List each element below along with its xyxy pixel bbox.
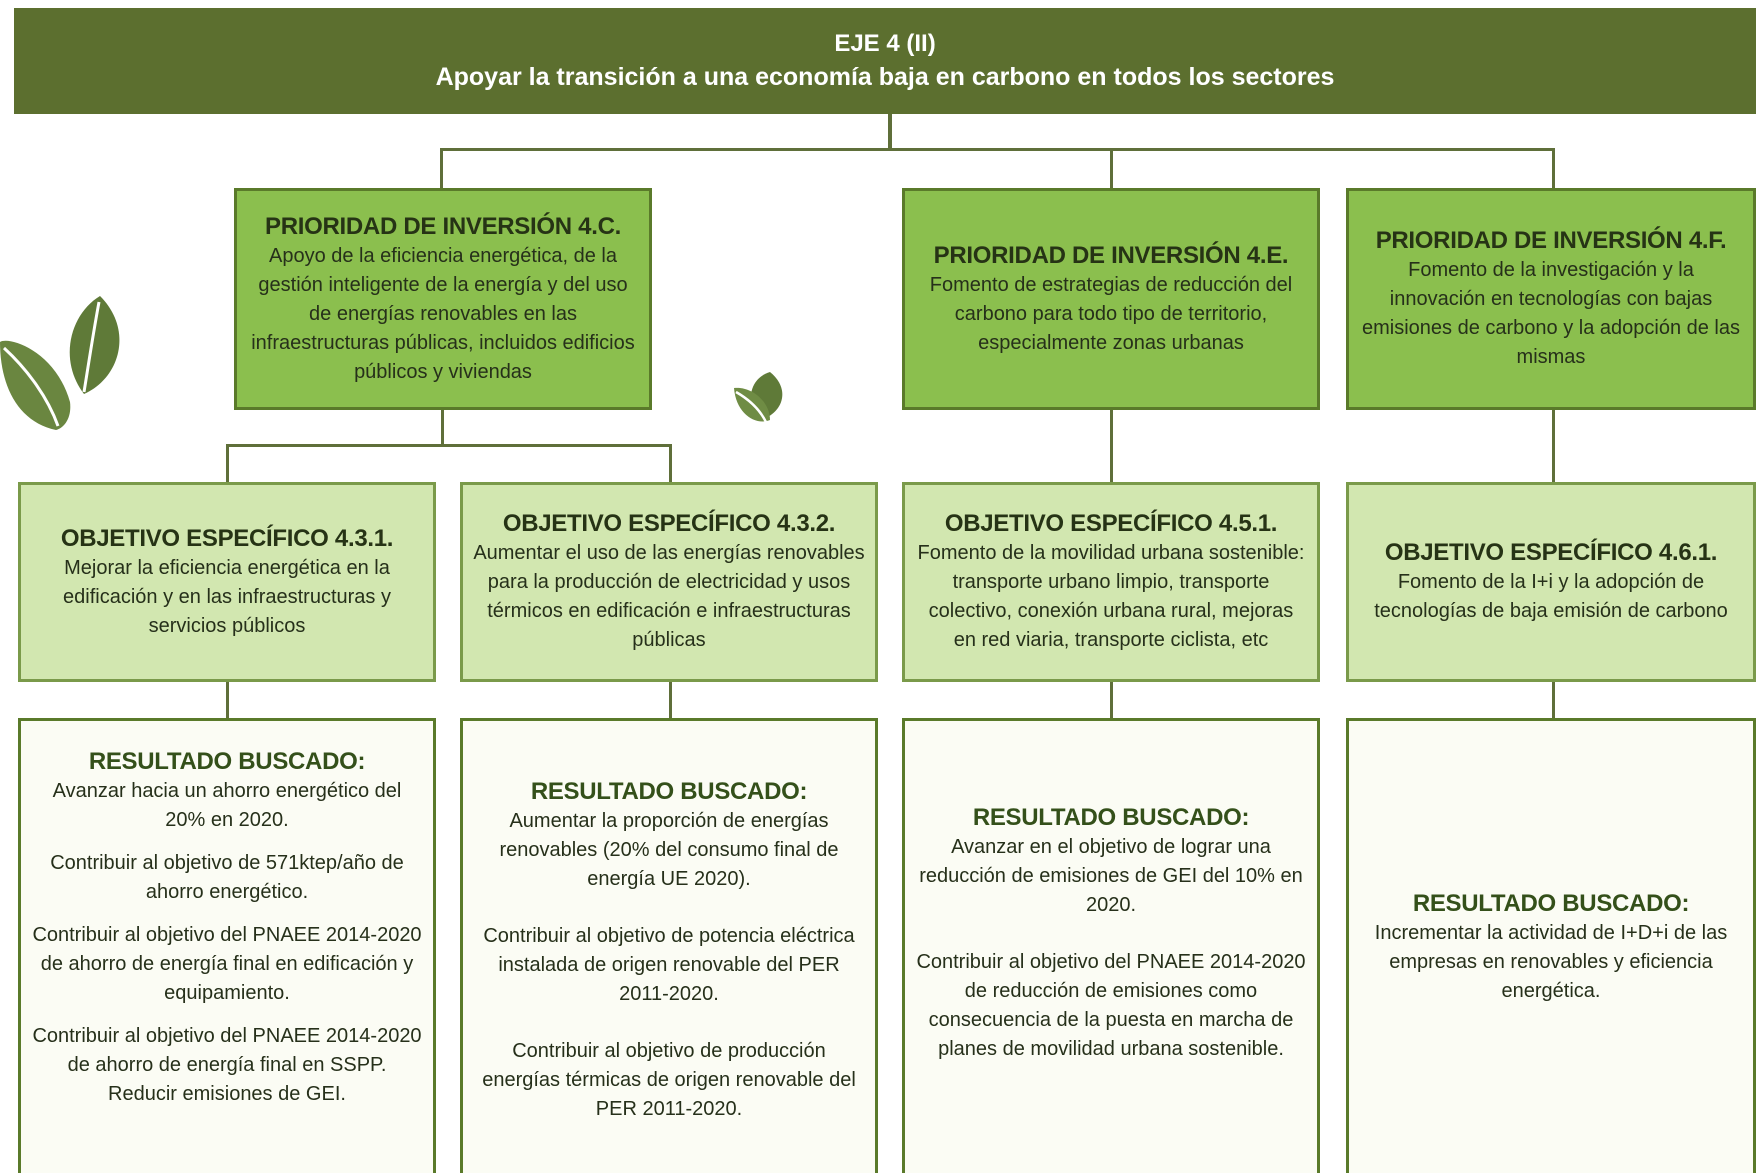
objective-box-431: OBJETIVO ESPECÍFICO 4.3.1. Mejorar la ef… [18,482,436,682]
result-title: RESULTADO BUSCADO: [530,778,808,805]
priority-title: PRIORIDAD DE INVERSIÓN 4.F. [1375,227,1727,254]
result-text: Incrementar la actividad de I+D+i de las… [1374,922,1728,1002]
connector-line [1110,148,1113,188]
connector-line [1552,408,1555,482]
leaf-small-icon [734,372,783,423]
result-text: Contribuir al objetivo del PNAEE 2014-20… [32,1025,422,1076]
result-text: Contribuir al objetivo de 571ktep/año de… [50,852,404,903]
objective-title: OBJETIVO ESPECÍFICO 4.6.1. [1384,539,1718,566]
result-text: Avanzar en el objetivo de lograr una red… [919,836,1303,916]
objective-box-461: OBJETIVO ESPECÍFICO 4.6.1. Fomento de la… [1346,482,1756,682]
result-text: Avanzar hacia un ahorro energético del 2… [52,780,402,831]
objective-title: OBJETIVO ESPECÍFICO 4.3.1. [60,524,394,552]
priority-title: PRIORIDAD DE INVERSIÓN 4.C. [265,212,621,240]
connector-line [1110,408,1113,482]
objective-text: Fomento de la movilidad urbana sostenibl… [917,542,1305,651]
priority-title: PRIORIDAD DE INVERSIÓN 4.E. [933,241,1289,269]
connector-line [669,680,672,720]
priority-box-4e: PRIORIDAD DE INVERSIÓN 4.E. Fomento de e… [902,188,1320,410]
connector-line [440,148,443,188]
connector-line [226,444,229,482]
objective-text: Aumentar el uso de las energías renovabl… [473,542,865,651]
result-box-451: RESULTADO BUSCADO: Avanzar en el objetiv… [902,718,1320,1173]
connector-line [441,408,444,446]
connector-line [440,148,1555,151]
result-title: RESULTADO BUSCADO: [972,804,1250,831]
connector-line [1110,680,1113,720]
objective-box-432: OBJETIVO ESPECÍFICO 4.3.2. Aumentar el u… [460,482,878,682]
connector-line [1552,148,1555,188]
objective-text: Mejorar la eficiencia energética en la e… [63,556,391,637]
result-text: Contribuir al objetivo del PNAEE 2014-20… [32,924,422,1004]
connector-line [669,444,672,482]
result-title: RESULTADO BUSCADO: [1412,890,1690,917]
result-text: Aumentar la proporción de energías renov… [499,810,839,890]
result-title: RESULTADO BUSCADO: [88,748,366,775]
result-box-432: RESULTADO BUSCADO: Aumentar la proporció… [460,718,878,1173]
result-text: Contribuir al objetivo de potencia eléct… [483,925,855,1005]
connector-line [226,680,229,720]
result-box-461: RESULTADO BUSCADO: Incrementar la activi… [1346,718,1756,1173]
priority-box-4f: PRIORIDAD DE INVERSIÓN 4.F. Fomento de l… [1346,188,1756,410]
priority-box-4c: PRIORIDAD DE INVERSIÓN 4.C. Apoyo de la … [234,188,652,410]
result-text: Contribuir al objetivo de producción ene… [482,1040,856,1120]
priority-text: Fomento de estrategias de reducción del … [929,273,1293,354]
leaves-left-icon [0,296,120,430]
objective-title: OBJETIVO ESPECÍFICO 4.3.2. [502,510,836,537]
result-text: Reducir emisiones de GEI. [108,1083,346,1105]
connector-line [888,114,892,148]
axis-header: EJE 4 (II) Apoyar la transición a una ec… [14,8,1756,114]
result-text: Contribuir al objetivo del PNAEE 2014-20… [916,951,1306,1060]
connector-line [1552,680,1555,720]
objective-text: Fomento de la I+i y la adopción de tecno… [1374,571,1728,622]
connector-line [226,444,672,447]
axis-title: EJE 4 (II) [834,30,936,57]
objective-box-451: OBJETIVO ESPECÍFICO 4.5.1. Fomento de la… [902,482,1320,682]
priority-text: Apoyo de la eficiencia energética, de la… [251,244,635,383]
objective-title: OBJETIVO ESPECÍFICO 4.5.1. [944,510,1278,537]
axis-subtitle: Apoyar la transición a una economía baja… [435,63,1335,91]
result-box-431: RESULTADO BUSCADO: Avanzar hacia un ahor… [18,718,436,1173]
priority-text: Fomento de la investigación y la innovac… [1361,259,1741,368]
